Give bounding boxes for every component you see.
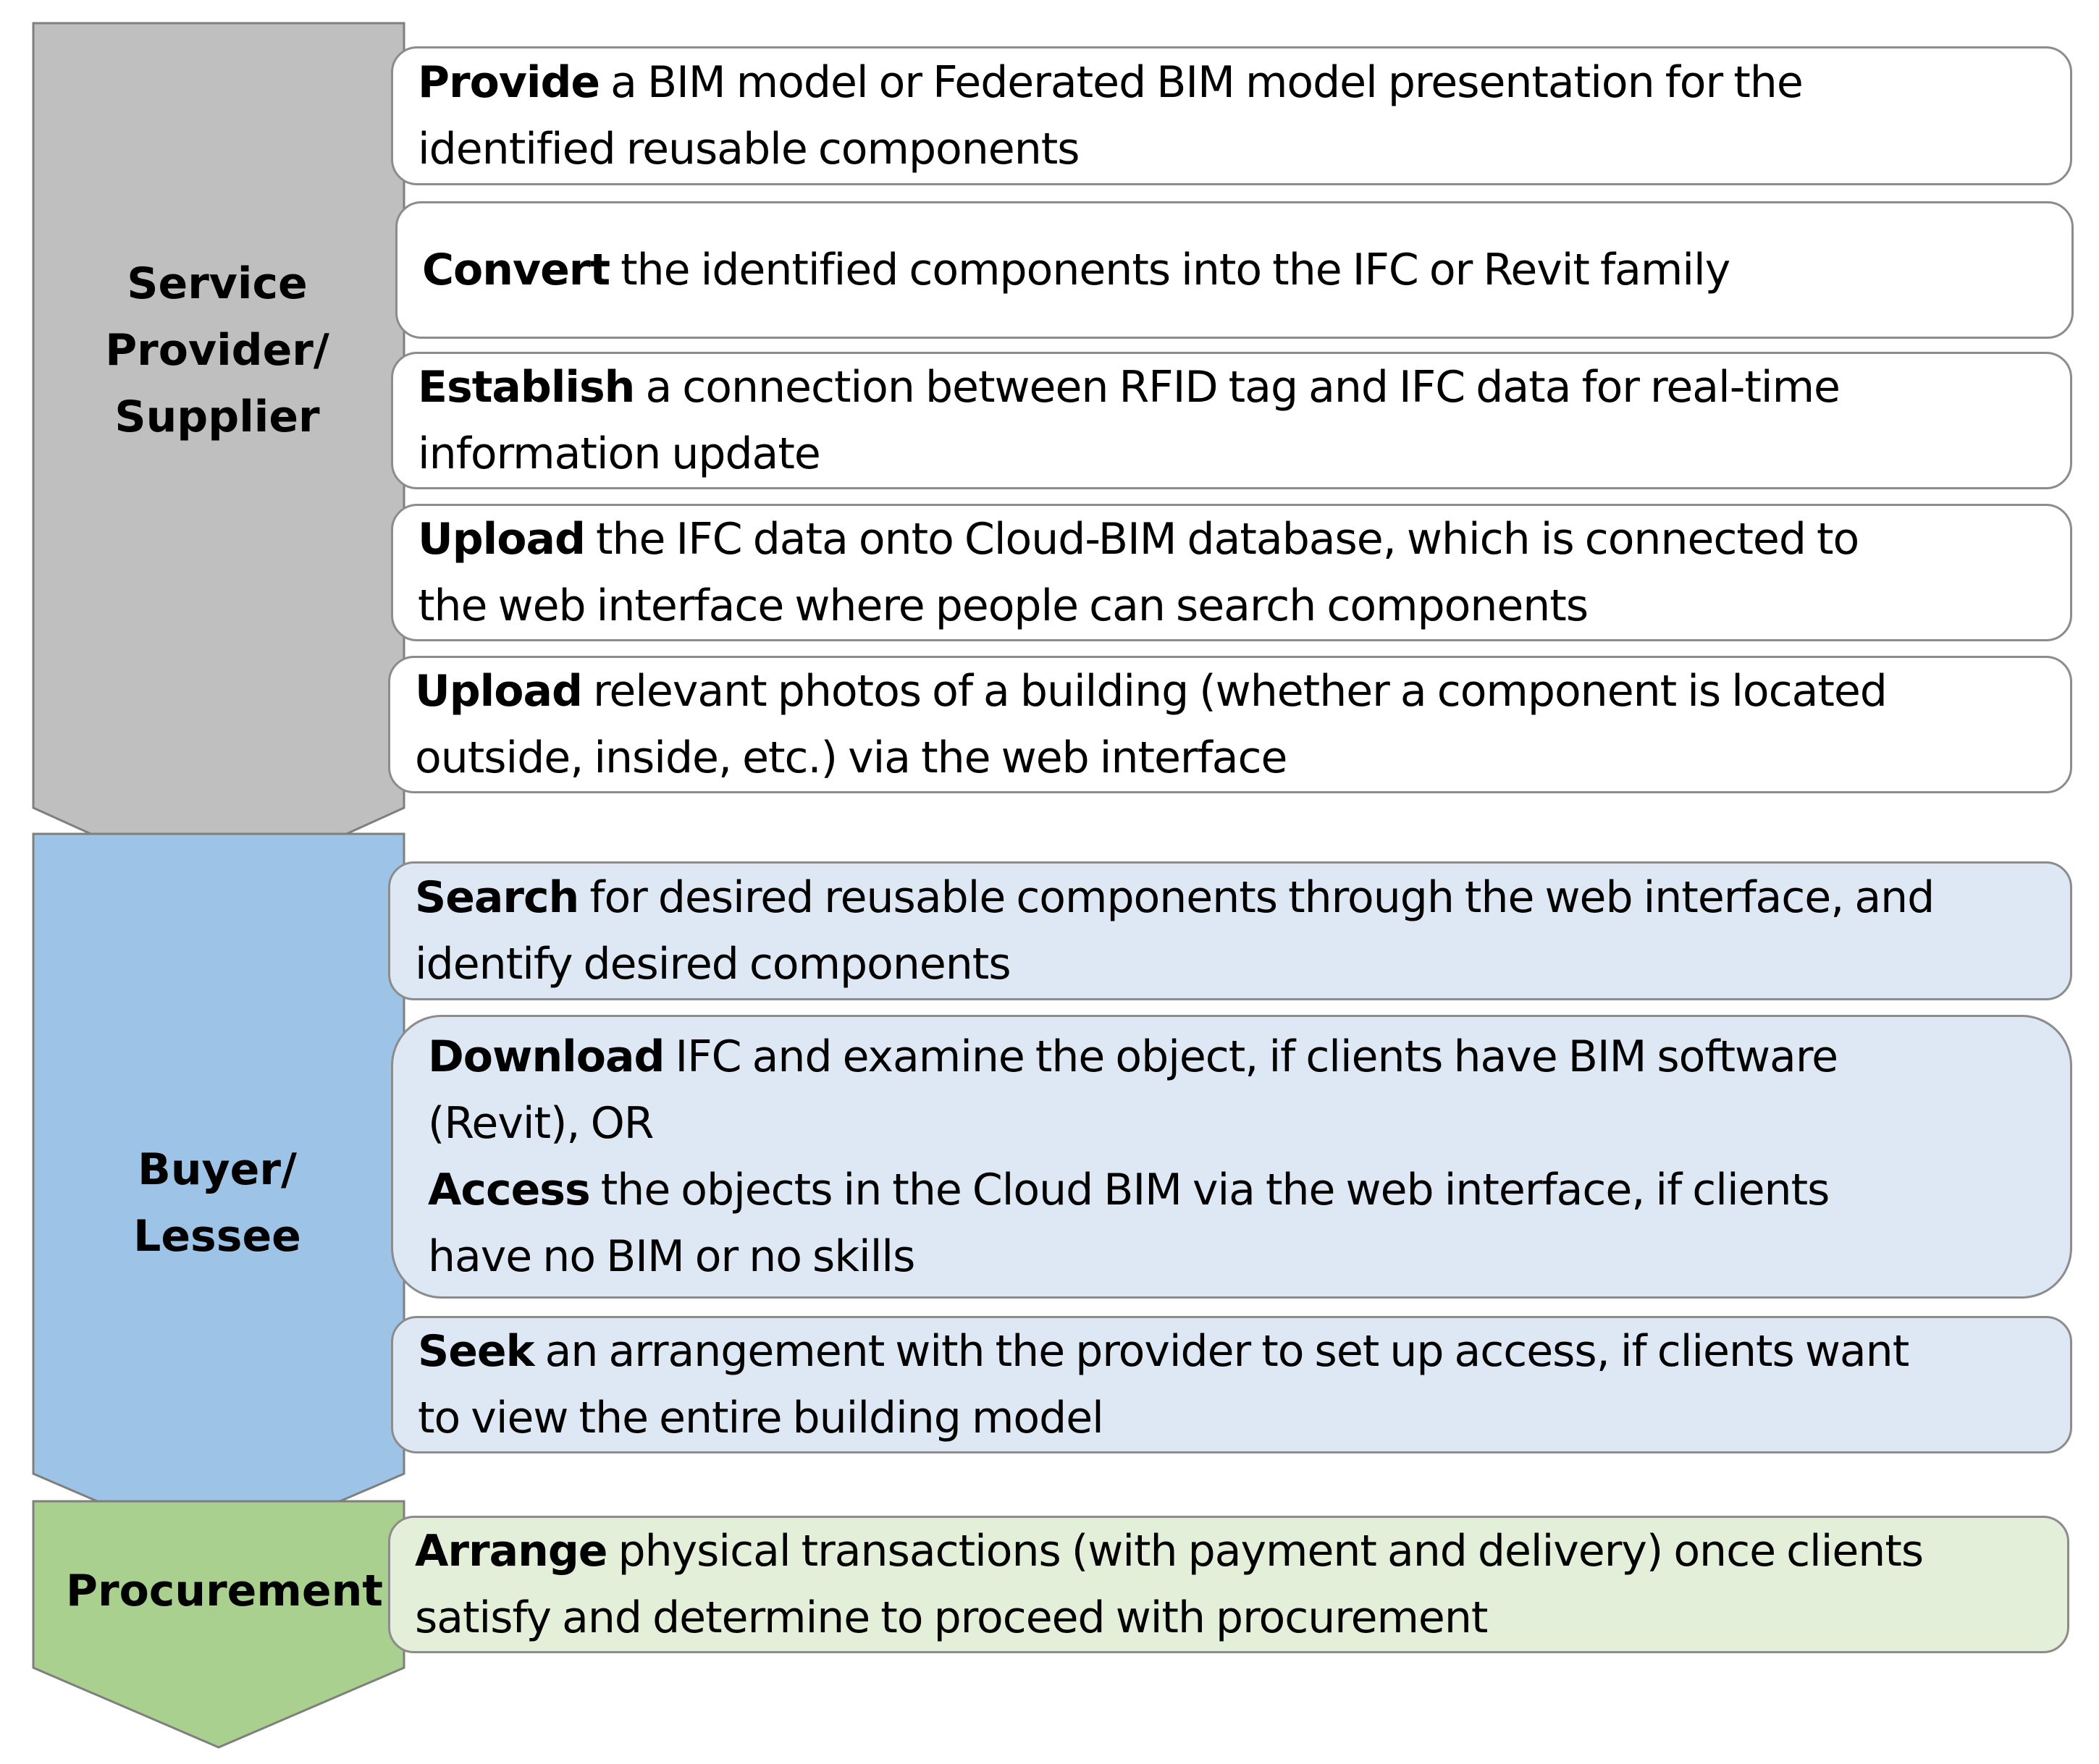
phase-label-line: Lessee	[133, 1211, 301, 1262]
step-verb: Arrange	[415, 1526, 607, 1577]
step-text-line: for desired reusable components through …	[579, 872, 1935, 923]
phase-label-line: Buyer/	[138, 1144, 297, 1195]
step-text: Seek an arrangement with the provider to…	[418, 1318, 2045, 1451]
procurement-chevron	[32, 1500, 405, 1749]
step-convert-components: Convert the identified components into t…	[395, 201, 2074, 339]
step-text-line: the web interface where people can searc…	[418, 581, 1589, 631]
step-text-line: outside, inside, etc.) via the web inter…	[415, 733, 1287, 783]
step-upload-building-photos: Upload relevant photos of a building (wh…	[388, 656, 2072, 793]
step-text: Search for desired reusable components t…	[415, 864, 2045, 997]
step-text-line: a BIM model or Federated BIM model prese…	[600, 57, 1804, 108]
step-arrange-transactions: Arrange physical transactions (with paym…	[388, 1516, 2069, 1653]
step-verb: Establish	[418, 362, 635, 413]
step-text: Provide a BIM model or Federated BIM mod…	[418, 49, 2045, 182]
phase-label-line: Procurement	[66, 1566, 383, 1616]
step-text-line: (Revit), OR	[428, 1098, 654, 1149]
step-establish-rfid-connection: Establish a connection between RFID tag …	[391, 352, 2072, 489]
step-text-line: identify desired components	[415, 939, 1011, 989]
phase-label-buyer-lessee: Buyer/ Lessee	[29, 1136, 405, 1270]
step-verb: Convert	[422, 245, 610, 295]
step-text-line: relevant photos of a building (whether a…	[581, 666, 1888, 717]
step-seek-arrangement: Seek an arrangement with the provider to…	[391, 1316, 2072, 1453]
step-text-line: to view the entire building model	[418, 1393, 1104, 1443]
step-verb: Search	[415, 872, 579, 923]
step-text: Establish a connection between RFID tag …	[418, 354, 2045, 487]
step-search-components: Search for desired reusable components t…	[388, 861, 2072, 1000]
step-text: Upload the IFC data onto Cloud-BIM datab…	[418, 506, 2045, 639]
phase-label-procurement: Procurement	[51, 1558, 398, 1624]
service-provider-chevron	[32, 22, 405, 893]
step-text-line: an arrangement with the provider to set …	[534, 1326, 1910, 1377]
step-verb: Access	[428, 1165, 591, 1215]
phase-label-service-provider: Service Provider/ Supplier	[29, 250, 405, 450]
step-verb: Seek	[418, 1326, 535, 1377]
step-provide-bim-model: Provide a BIM model or Federated BIM mod…	[391, 46, 2072, 185]
step-verb: Upload	[418, 514, 586, 565]
step-text: Access the objects in the Cloud BIM via …	[428, 1157, 2045, 1290]
step-upload-ifc-data: Upload the IFC data onto Cloud-BIM datab…	[391, 504, 2072, 641]
step-text-line: IFC and examine the object, if clients h…	[664, 1031, 1838, 1082]
step-text-line: the IFC data onto Cloud-BIM database, wh…	[584, 514, 1859, 565]
step-text: Upload relevant photos of a building (wh…	[415, 658, 2045, 791]
step-text-line: have no BIM or no skills	[428, 1231, 915, 1282]
step-verb: Download	[428, 1031, 665, 1082]
step-download-or-access: Download IFC and examine the object, if …	[391, 1015, 2072, 1299]
step-verb: Provide	[418, 57, 600, 108]
step-text-line: physical transactions (with payment and …	[607, 1526, 1925, 1577]
step-text-line: satisfy and determine to proceed with pr…	[415, 1592, 1488, 1643]
step-text: Download IFC and examine the object, if …	[428, 1024, 2045, 1157]
phase-label-line: Supplier	[114, 392, 320, 442]
step-text-line: the identified components into the IFC o…	[610, 245, 1730, 295]
step-text-line: a connection between RFID tag and IFC da…	[634, 362, 1840, 413]
step-text: Convert the identified components into t…	[422, 237, 2047, 303]
step-text-line: information update	[418, 429, 821, 479]
phase-label-line: Provider/	[105, 325, 329, 376]
step-text: Arrange physical transactions (with paym…	[415, 1518, 2043, 1651]
step-verb: Upload	[415, 666, 583, 717]
phase-label-line: Service	[127, 258, 308, 309]
step-text-line: identified reusable components	[418, 124, 1080, 174]
step-text-line: the objects in the Cloud BIM via the web…	[589, 1165, 1830, 1215]
